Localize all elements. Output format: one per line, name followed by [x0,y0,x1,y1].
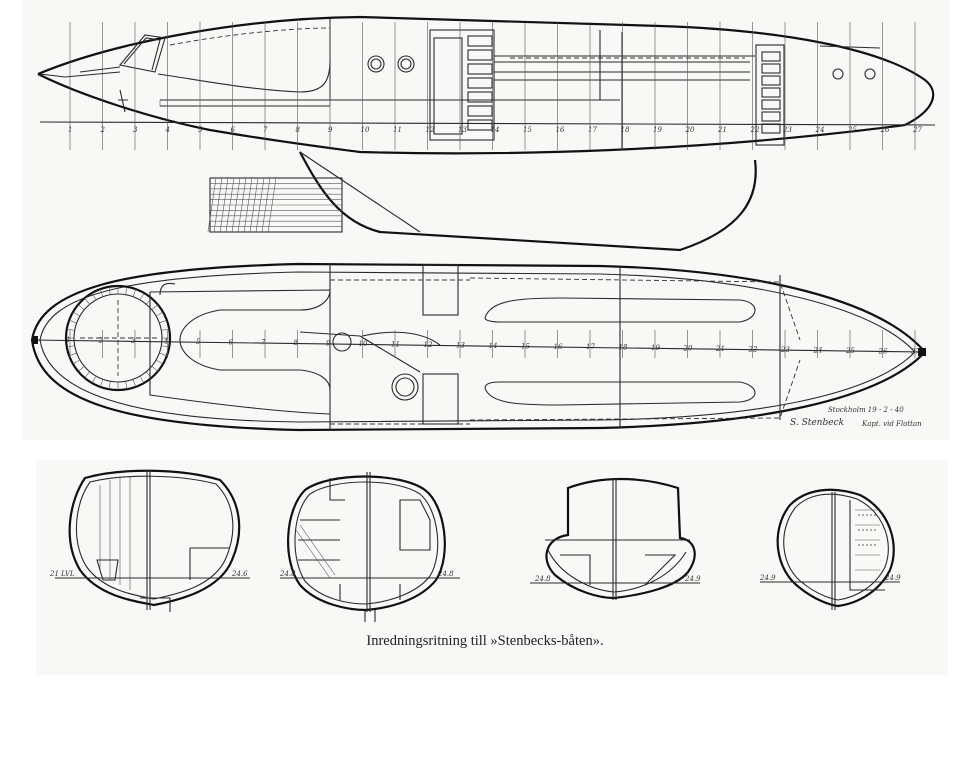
station-label: 24 [815,126,825,134]
bow-fitting [32,336,38,344]
plan-station-label: 24 [813,346,823,354]
plan-station-label: 27 [910,348,920,356]
station-label: 10 [361,126,370,134]
plan-view [30,262,927,432]
plan-station-label: 13 [456,341,465,349]
station-label: 16 [556,126,565,134]
station-label: 5 [198,126,203,134]
plan-station-label: 17 [586,343,595,351]
section-level-label: 24.9 [759,574,776,582]
station-label: 21 [717,126,727,134]
section-level-label: 24.8 [279,570,296,578]
section-level-label: 24.9 [684,575,701,583]
station-label: 23 [782,126,792,134]
section-2 [280,472,460,622]
stern-fitting [918,348,926,356]
station-label: 3 [133,126,138,134]
station-label: 12 [426,126,435,134]
plan-station-label: 3 [131,337,136,345]
plan-station-label: 8 [294,339,299,347]
plan-station-label: 5 [196,338,201,346]
section-3 [530,477,700,600]
sections-panel [36,460,948,675]
plan-station-label: 25 [845,347,855,355]
plan-station-label: 20 [683,345,693,353]
station-label: 14 [491,126,500,134]
scale-grid [207,177,343,233]
station-label: 22 [750,126,760,134]
plan-station-label: 1 [66,336,70,344]
station-label: 8 [296,126,301,134]
station-label: 9 [328,126,333,134]
plan-station-label: 26 [878,347,888,355]
station-label: 4 [165,126,170,134]
section-4 [760,488,900,610]
station-label: 27 [912,126,922,134]
profile-view [37,15,936,252]
section-level-labels: 21 LVL 24.6 24.8 24.8 24.8 24.9 24.9 24.9 [49,570,901,583]
plan-station-label: 9 [326,340,331,348]
plan-station-label: 14 [489,342,498,350]
section-1 [55,469,250,612]
section-level-label: 24.9 [884,574,901,582]
station-label: 19 [653,126,662,134]
plan-station-label: 19 [651,344,660,352]
station-label: 18 [621,126,630,134]
plan-station-label: 2 [98,336,104,344]
plan-station-label: 7 [261,339,266,347]
section-level-label: 24.6 [231,570,248,578]
station-label: 25 [847,126,857,134]
station-label: 2 [100,126,106,134]
plan-station-label: 15 [521,342,530,350]
plan-station-label: 4 [163,337,168,345]
station-label: 15 [523,126,532,134]
profile-panel [22,0,950,255]
plan-station-label: 12 [424,341,433,349]
station-label: 17 [588,126,597,134]
station-label: 13 [458,126,467,134]
station-label: 20 [685,126,695,134]
plan-station-label: 10 [359,340,368,348]
drawing-caption: Inredningsritning till »Stenbecks-båten»… [366,633,604,649]
plan-station-label: 18 [619,344,628,352]
plan-station-label: 11 [391,341,400,349]
station-label: 6 [231,126,236,134]
plan-station-label: 21 [715,345,725,353]
signature-title: Kapt. vid Flottan [862,420,922,428]
plan-station-label: 16 [554,343,563,351]
section-level-label: 24.8 [437,570,454,578]
signature-name: S. Stenbeck [790,418,845,428]
signature-date: Stockholm 19 - 2 - 40 [828,406,904,414]
plan-station-label: 23 [780,346,790,354]
section-level-label: 21 LVL [49,570,75,578]
station-label: 26 [880,126,890,134]
plan-station-label: 6 [229,338,234,346]
section-level-label: 24.8 [534,575,551,583]
plan-station-label: 22 [748,345,758,353]
station-label: 11 [393,126,402,134]
station-label: 1 [68,126,72,134]
station-label: 7 [263,126,268,134]
